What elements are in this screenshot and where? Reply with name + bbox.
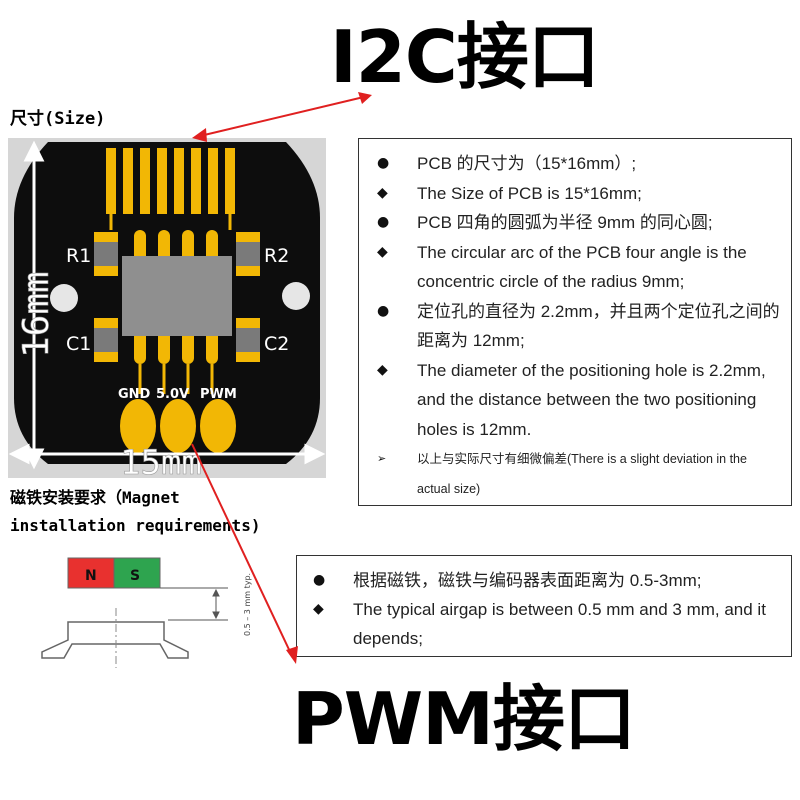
traces	[109, 214, 232, 394]
airgap-text: The typical airgap is between 0.5 mm and…	[353, 600, 766, 648]
bullet-arrow-icon: ➢	[377, 452, 387, 465]
magnet-label-line2: installation requirements)	[10, 516, 261, 535]
bullet-circle-icon: ●	[377, 214, 390, 230]
spec-item: ◆ The diameter of the positioning hole is…	[377, 356, 781, 445]
pwm-pads	[120, 399, 236, 453]
spec-item: ● 定位孔的直径为 2.2mm，并且两个定位孔之间的距离为 12mm;	[377, 297, 781, 356]
i2c-arrow-line	[199, 95, 369, 137]
c1-component	[94, 318, 118, 362]
spec-item: ◆ The Size of PCB is 15*16mm;	[377, 179, 781, 209]
magnet-label-line1: 磁铁安装要求（Magnet	[10, 488, 180, 507]
spec-item: ◆ The circular arc of the PCB four angle …	[377, 238, 781, 297]
spec-text: PCB 的尺寸为（15*16mm）;	[417, 154, 637, 173]
airgap-item: ◆ The typical airgap is between 0.5 mm an…	[313, 595, 781, 653]
pcb-spec-box: ● PCB 的尺寸为（15*16mm）; ◆ The Size of PCB is …	[358, 138, 792, 506]
spec-text: The diameter of the positioning hole is …	[417, 360, 766, 439]
spec-text: The circular arc of the PCB four angle i…	[417, 242, 747, 292]
spec-item: ● PCB 四角的圆弧为半径 9mm 的同心圆;	[377, 208, 781, 238]
spec-item: ● PCB 的尺寸为（15*16mm）;	[377, 149, 781, 179]
bullet-circle-icon: ●	[377, 155, 390, 171]
r2-label: R2	[264, 245, 289, 267]
bullet-circle-icon: ●	[313, 572, 326, 588]
pin-gnd-label: GND	[118, 387, 151, 402]
height-dimension-label: 16mm	[16, 271, 57, 358]
pin-5v-label: 5.0V	[156, 387, 189, 402]
c1-label: C1	[66, 333, 91, 355]
r1-label: R1	[66, 245, 91, 267]
magnet-diagram: N S 0.5 – 3 mm typ.	[28, 548, 278, 670]
airgap-spec-box: ● 根据磁铁，磁铁与编码器表面距离为 0.5-3mm; ◆ The typical …	[296, 555, 792, 657]
spec-text: 定位孔的直径为 2.2mm，并且两个定位孔之间的距离为 12mm;	[417, 301, 780, 351]
bullet-diamond-icon: ◆	[377, 361, 388, 378]
pwm-title: PWM接口	[292, 677, 636, 761]
bullet-circle-icon: ●	[377, 302, 390, 319]
magnet-svg: N S 0.5 – 3 mm typ.	[41, 557, 252, 668]
magnet-s-label: S	[130, 568, 140, 584]
ic-package-outline	[41, 621, 189, 659]
pcb-svg: R1 R2 C1 C2 GND 5.0V PWM 16mm 15mm	[8, 138, 326, 483]
pcb-image: R1 R2 C1 C2 GND 5.0V PWM 16mm 15mm	[8, 138, 326, 483]
r2-component	[236, 232, 260, 276]
size-label: 尺寸(Size)	[10, 109, 106, 129]
magnet-n-label: N	[85, 568, 97, 584]
bullet-diamond-icon: ◆	[377, 184, 388, 201]
bullet-diamond-icon: ◆	[377, 243, 388, 260]
magnet-south	[113, 557, 161, 589]
mounting-hole-right	[282, 282, 310, 310]
airgap-dimension-label: 0.5 – 3 mm typ.	[243, 573, 252, 636]
r1-component	[94, 232, 118, 276]
encoder-chip	[122, 256, 232, 336]
airgap-item: ● 根据磁铁，磁铁与编码器表面距离为 0.5-3mm;	[313, 566, 781, 595]
pin-pwm-label: PWM	[200, 387, 237, 402]
i2c-title: I2C接口	[330, 15, 600, 99]
i2c-pads	[106, 148, 235, 214]
width-dimension-label: 15mm	[120, 443, 202, 478]
c2-component	[236, 318, 260, 362]
spec-note: ➢ 以上与实际尺寸有细微偏差(There is a slight deviatio…	[377, 444, 781, 504]
spec-note-text: 以上与实际尺寸有细微偏差(There is a slight deviation…	[417, 452, 747, 496]
airgap-text: 根据磁铁，磁铁与编码器表面距离为 0.5-3mm;	[353, 571, 702, 590]
spec-text: PCB 四角的圆弧为半径 9mm 的同心圆;	[417, 213, 713, 232]
bullet-diamond-icon: ◆	[313, 601, 324, 617]
mounting-hole-left	[50, 284, 78, 312]
magnet-installation-label: 磁铁安装要求（Magnet installation requirements)	[10, 484, 310, 540]
magnet-north	[67, 557, 115, 589]
spec-text: The Size of PCB is 15*16mm;	[417, 183, 642, 203]
c2-label: C2	[264, 333, 289, 355]
airgap-markers	[160, 587, 228, 621]
